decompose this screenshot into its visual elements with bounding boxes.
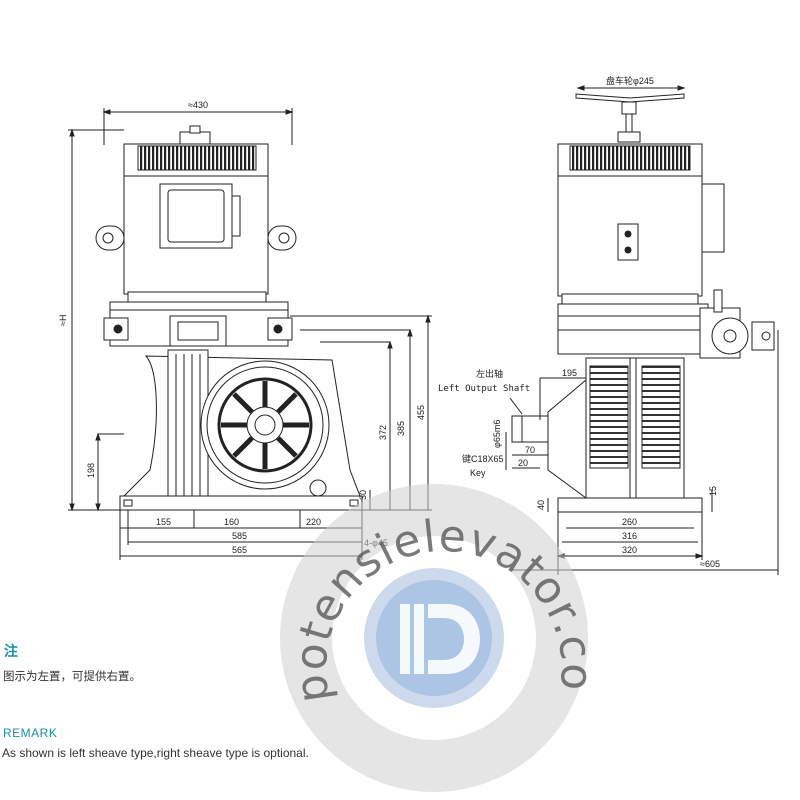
dim-width-430: ≈430	[188, 100, 208, 110]
dim-372: 372	[378, 425, 388, 440]
dim-260: 260	[622, 517, 637, 527]
dim-585: 585	[232, 531, 247, 541]
remark-text: As shown is left sheave type,right sheav…	[2, 746, 309, 760]
front-view	[68, 108, 432, 560]
dim-handwheel: 盘车轮φ245	[606, 75, 654, 86]
note-title: 注	[4, 644, 18, 660]
dim-320: 320	[622, 545, 637, 555]
dim-198: 198	[86, 463, 96, 478]
dim-316: 316	[622, 531, 637, 541]
dim-20: 20	[518, 458, 528, 468]
dim-height-h: ≈H	[58, 315, 68, 326]
side-view	[505, 85, 779, 575]
dim-160: 160	[224, 517, 239, 527]
dim-195: 195	[562, 368, 577, 378]
label-key-en: Key	[470, 468, 486, 478]
label-key-cn: 键C18X65	[462, 453, 504, 464]
dim-155: 155	[156, 517, 171, 527]
side-view-labels: 盘车轮φ245 195 左出轴 Left Output Shaft φ65m6 …	[438, 75, 720, 569]
dim-30: 30	[358, 490, 368, 500]
watermark-logo-icon	[400, 604, 480, 674]
label-left-shaft-en: Left Output Shaft	[438, 384, 530, 394]
dim-455: 455	[416, 405, 426, 420]
dim-70: 70	[525, 445, 535, 455]
dim-605: ≈605	[700, 559, 720, 569]
remark-title: REMARK	[3, 726, 58, 740]
dim-15: 15	[708, 486, 718, 496]
dim-220: 220	[306, 517, 321, 527]
dim-40: 40	[536, 500, 546, 510]
dim-385: 385	[396, 421, 406, 436]
dim-565: 565	[232, 545, 247, 555]
note-text: 图示为左置，可提供右置。	[3, 669, 141, 683]
dim-shaft-dia: φ65m6	[492, 420, 502, 448]
label-left-shaft-cn: 左出轴	[476, 368, 503, 379]
